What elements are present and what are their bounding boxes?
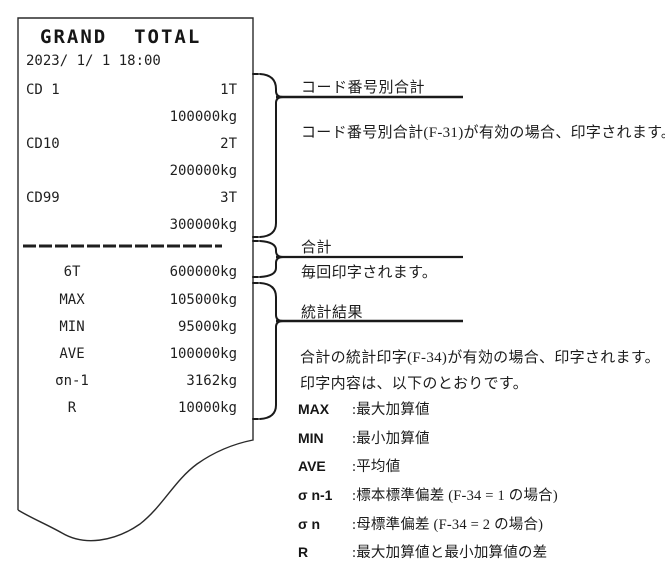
receipt-code-row: CD 1 1T	[26, 83, 237, 97]
receipt-stat-row: AVE 100000kg	[26, 347, 237, 361]
callout-body-code-total: コード番号別合計(F-31)が有効の場合、印字されます。	[301, 125, 665, 141]
definition-desc: :最大加算値	[352, 402, 430, 418]
definition-term: MAX	[298, 401, 330, 417]
code-label: CD99	[26, 190, 60, 206]
definition-row: AVE :平均値	[298, 455, 558, 476]
brace-code-total	[252, 73, 284, 238]
stat-label: MIN	[59, 319, 85, 335]
definition-term: AVE	[298, 458, 326, 475]
stat-label: σn-1	[55, 373, 89, 389]
receipt-stat-row: MAX 105000kg	[26, 293, 237, 307]
callout-body-total: 毎回印字されます。	[301, 265, 438, 281]
code-weight: 100000kg	[169, 109, 237, 125]
stat-value: 95000kg	[177, 319, 237, 335]
receipt-stat-row: σn-1 3162kg	[26, 374, 237, 388]
definition-desc: :母標準偏差 (F-34 = 2 の場合)	[352, 516, 544, 533]
stat-value: 100000kg	[169, 346, 237, 362]
stats-definition-list: MAX :最大加算値 MIN :最小加算値 AVE :平均値 σ n-1 :標本…	[298, 398, 558, 570]
receipt-weight-row: 300000kg	[26, 218, 237, 232]
definition-row: σ n-1 :標本標準偏差 (F-34 = 1 の場合)	[298, 484, 558, 505]
stat-label: AVE	[59, 346, 85, 362]
code-count: 3T	[220, 190, 237, 206]
receipt-datetime: 2023/ 1/ 1 18:00	[26, 53, 161, 69]
definition-row: σ n :母標準偏差 (F-34 = 2 の場合)	[298, 513, 558, 534]
code-count: 2T	[220, 136, 237, 152]
code-label: CD10	[26, 136, 60, 152]
callout-heading-stats: 統計結果	[301, 305, 364, 321]
total-value: 600000kg	[169, 264, 237, 280]
receipt-outline	[17, 17, 254, 542]
receipt-title: GRAND TOTAL	[40, 26, 202, 48]
definition-desc: :最小加算値	[352, 430, 430, 447]
definition-term: σ n-1	[298, 487, 333, 504]
stat-label: R	[67, 400, 77, 416]
receipt-code-row: CD99 3T	[26, 191, 237, 205]
callout-body-stats-2: 印字内容は、以下のとおりです。	[300, 376, 529, 392]
code-count: 1T	[220, 82, 237, 98]
definition-term: σ n	[298, 515, 321, 532]
receipt-weight-row: 100000kg	[26, 110, 237, 124]
definition-row: R :最大加算値と最小加算値の差	[298, 541, 558, 562]
receipt-weight-row: 200000kg	[26, 164, 237, 178]
callout-body-stats-1: 合計の統計印字(F-34)が有効の場合、印字されます。	[300, 350, 660, 366]
definition-desc: :最大加算値と最小加算値の差	[352, 545, 548, 562]
stat-label: MAX	[59, 292, 85, 308]
receipt-stat-row: R 10000kg	[26, 401, 237, 415]
receipt-total-row: 6T 600000kg	[26, 265, 237, 279]
code-label: CD 1	[26, 82, 60, 98]
total-label: 6T	[63, 264, 81, 280]
stat-value: 3162kg	[186, 373, 237, 389]
stat-value: 105000kg	[169, 292, 237, 308]
stat-value: 10000kg	[177, 400, 237, 416]
callout-heading-total: 合計	[301, 240, 333, 256]
definition-term: R	[298, 544, 309, 561]
receipt-stat-row: MIN 95000kg	[26, 320, 237, 334]
receipt-code-row: CD10 2T	[26, 137, 237, 151]
brace-total	[252, 240, 284, 278]
definition-desc: :標本標準偏差 (F-34 = 1 の場合)	[352, 488, 558, 505]
definition-term: MIN	[298, 429, 324, 446]
code-weight: 200000kg	[169, 163, 237, 179]
callout-heading-code-total: コード番号別合計	[301, 80, 426, 96]
brace-stats	[252, 282, 284, 420]
definition-desc: :平均値	[352, 459, 401, 476]
definition-row: MAX :最大加算値	[298, 398, 558, 419]
definition-row: MIN :最小加算値	[298, 427, 558, 448]
code-weight: 300000kg	[169, 217, 237, 233]
